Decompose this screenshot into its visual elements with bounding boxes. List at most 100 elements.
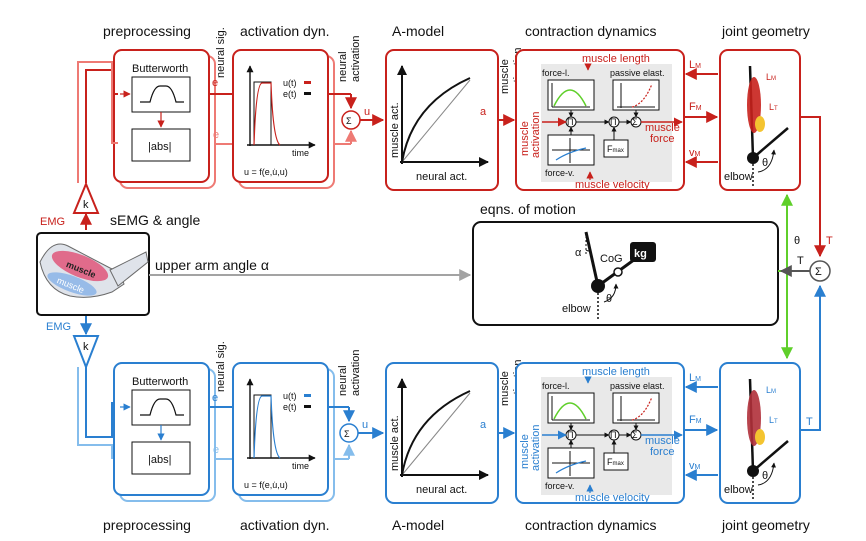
svg-text:force: force [650, 446, 674, 458]
elbow-joint-top [747, 152, 759, 164]
svg-text:Σ: Σ [346, 116, 352, 126]
svg-text:Π: Π [567, 430, 574, 440]
svg-text:Σ: Σ [815, 266, 822, 278]
torque-label-bottom: T [806, 416, 813, 428]
title-activation-dyn-top: activation dyn. [240, 23, 330, 39]
title-contraction-dynamics-top: contraction dynamics [525, 23, 657, 39]
activation-u-curve-top [253, 82, 281, 146]
neural-sig-label-bottom: neural sig. [215, 341, 227, 392]
bottom-chain: Butterworth |abs| neural sig. e e u(t) e… [103, 341, 813, 533]
a-model-curve-top [401, 77, 471, 163]
force-v-label-top: force-v. [545, 168, 574, 178]
u-formula-top: u = f(e,u̇,u) [244, 167, 288, 177]
title-preprocessing-top: preprocessing [103, 23, 191, 39]
e-legend-top: e(t) [283, 89, 297, 99]
svg-text:activation: activation [350, 36, 362, 82]
neural-sig-label-top: neural sig. [215, 27, 227, 78]
svg-text:θ: θ [606, 293, 612, 305]
svg-text:Fmax: Fmax [607, 144, 624, 154]
top-chain: preprocessing activation dyn. A-model co… [103, 23, 810, 191]
svg-text:e: e [212, 392, 218, 404]
svg-text:θ: θ [762, 157, 768, 169]
activation-block-top [232, 49, 329, 183]
elbow-label-top: elbow [724, 171, 753, 183]
title-a-model-bottom: A-model [392, 517, 444, 533]
elbow-label-mid: elbow [562, 303, 591, 315]
title-eqns-of-motion: eqns. of motion [480, 201, 576, 217]
svg-text:time: time [292, 461, 309, 471]
title-semg-angle: sEMG & angle [110, 212, 200, 228]
svg-text:θ: θ [762, 470, 768, 482]
lm-label-top: LM [689, 59, 701, 71]
title-joint-geometry-top: joint geometry [721, 23, 810, 39]
emg-label-top: EMG [40, 216, 65, 228]
neural-act-axis-top: neural act. [416, 171, 467, 183]
muscle-velocity-label-top: muscle velocity [575, 179, 650, 191]
theta-label-mid: θ [794, 235, 800, 247]
svg-text:Σ: Σ [632, 430, 638, 440]
muscle-force-label-top: muscle [645, 122, 680, 134]
svg-text:e(t): e(t) [283, 402, 297, 412]
muscle-length-label-top: muscle length [582, 53, 650, 65]
svg-text:muscle: muscle [519, 434, 531, 469]
svg-text:force-l.: force-l. [542, 381, 570, 391]
svg-text:force-v.: force-v. [545, 481, 574, 491]
title-activation-dyn-bottom: activation dyn. [240, 517, 330, 533]
svg-text:muscle velocity: muscle velocity [575, 492, 650, 504]
svg-text:|abs|: |abs| [148, 454, 171, 466]
svg-text:muscle length: muscle length [582, 366, 650, 378]
activation-e-pulse-top [253, 81, 272, 145]
title-a-model-top: A-model [392, 23, 444, 39]
svg-text:passive elast.: passive elast. [610, 381, 665, 391]
svg-text:u(t): u(t) [283, 391, 297, 401]
title-contraction-dynamics-bottom: contraction dynamics [525, 517, 657, 533]
svg-text:neural act.: neural act. [416, 484, 467, 496]
butterworth-filter-box [131, 76, 191, 113]
u-legend-top: u(t) [283, 78, 297, 88]
a-label-top: a [480, 106, 487, 118]
svg-text:LM: LM [766, 385, 776, 395]
u-label-top: u [364, 106, 370, 118]
svg-text:LT: LT [769, 415, 778, 425]
svg-text:u: u [362, 419, 368, 431]
svg-text:kg: kg [634, 248, 647, 260]
svg-text:LM: LM [689, 372, 701, 384]
elbow-joint-mid [591, 279, 605, 293]
svg-text:force: force [650, 133, 674, 145]
svg-text:LT: LT [769, 102, 778, 112]
svg-text:muscle act.: muscle act. [389, 415, 401, 471]
upper-arm-angle-label: upper arm angle α [155, 257, 269, 273]
muscle-act-axis-top: muscle act. [389, 102, 401, 158]
butterworth-label-top: Butterworth [132, 63, 188, 75]
torque-label-mid: T [797, 255, 804, 267]
svg-text:k: k [83, 341, 89, 353]
fmax-box-top [603, 139, 629, 158]
cog-label: CoG [600, 253, 623, 265]
vm-label-top: vM [689, 147, 701, 159]
svg-text:u = f(e,u̇,u): u = f(e,u̇,u) [244, 480, 288, 490]
gain-k-triangle-bottom [72, 335, 100, 370]
svg-text:k: k [83, 199, 89, 211]
title-joint-geometry-bottom: joint geometry [721, 517, 810, 533]
svg-text:α: α [575, 247, 582, 259]
arm-muscle-top [51, 250, 109, 282]
svg-text:Fmax: Fmax [607, 457, 624, 467]
emg-label-bottom: EMG [46, 321, 71, 333]
svg-text:Σ: Σ [344, 429, 350, 439]
svg-text:Σ: Σ [632, 117, 638, 127]
activation-block-bottom [232, 362, 329, 496]
svg-text:muscle: muscle [499, 371, 511, 406]
eqns-of-motion-block [472, 221, 779, 326]
torque-label-top: T [826, 235, 833, 247]
abs-box-top [131, 128, 191, 162]
svg-text:muscle: muscle [645, 435, 680, 447]
fm-label-top: FM [689, 101, 702, 113]
svg-text:activation: activation [530, 112, 542, 158]
elbow-label-bottom: elbow [724, 484, 753, 496]
svg-text:a: a [480, 419, 487, 431]
svg-text:vM: vM [689, 460, 701, 472]
svg-text:Π: Π [610, 430, 617, 440]
neural-activation-label-top: neural [337, 51, 349, 82]
kg-weight [630, 242, 656, 262]
